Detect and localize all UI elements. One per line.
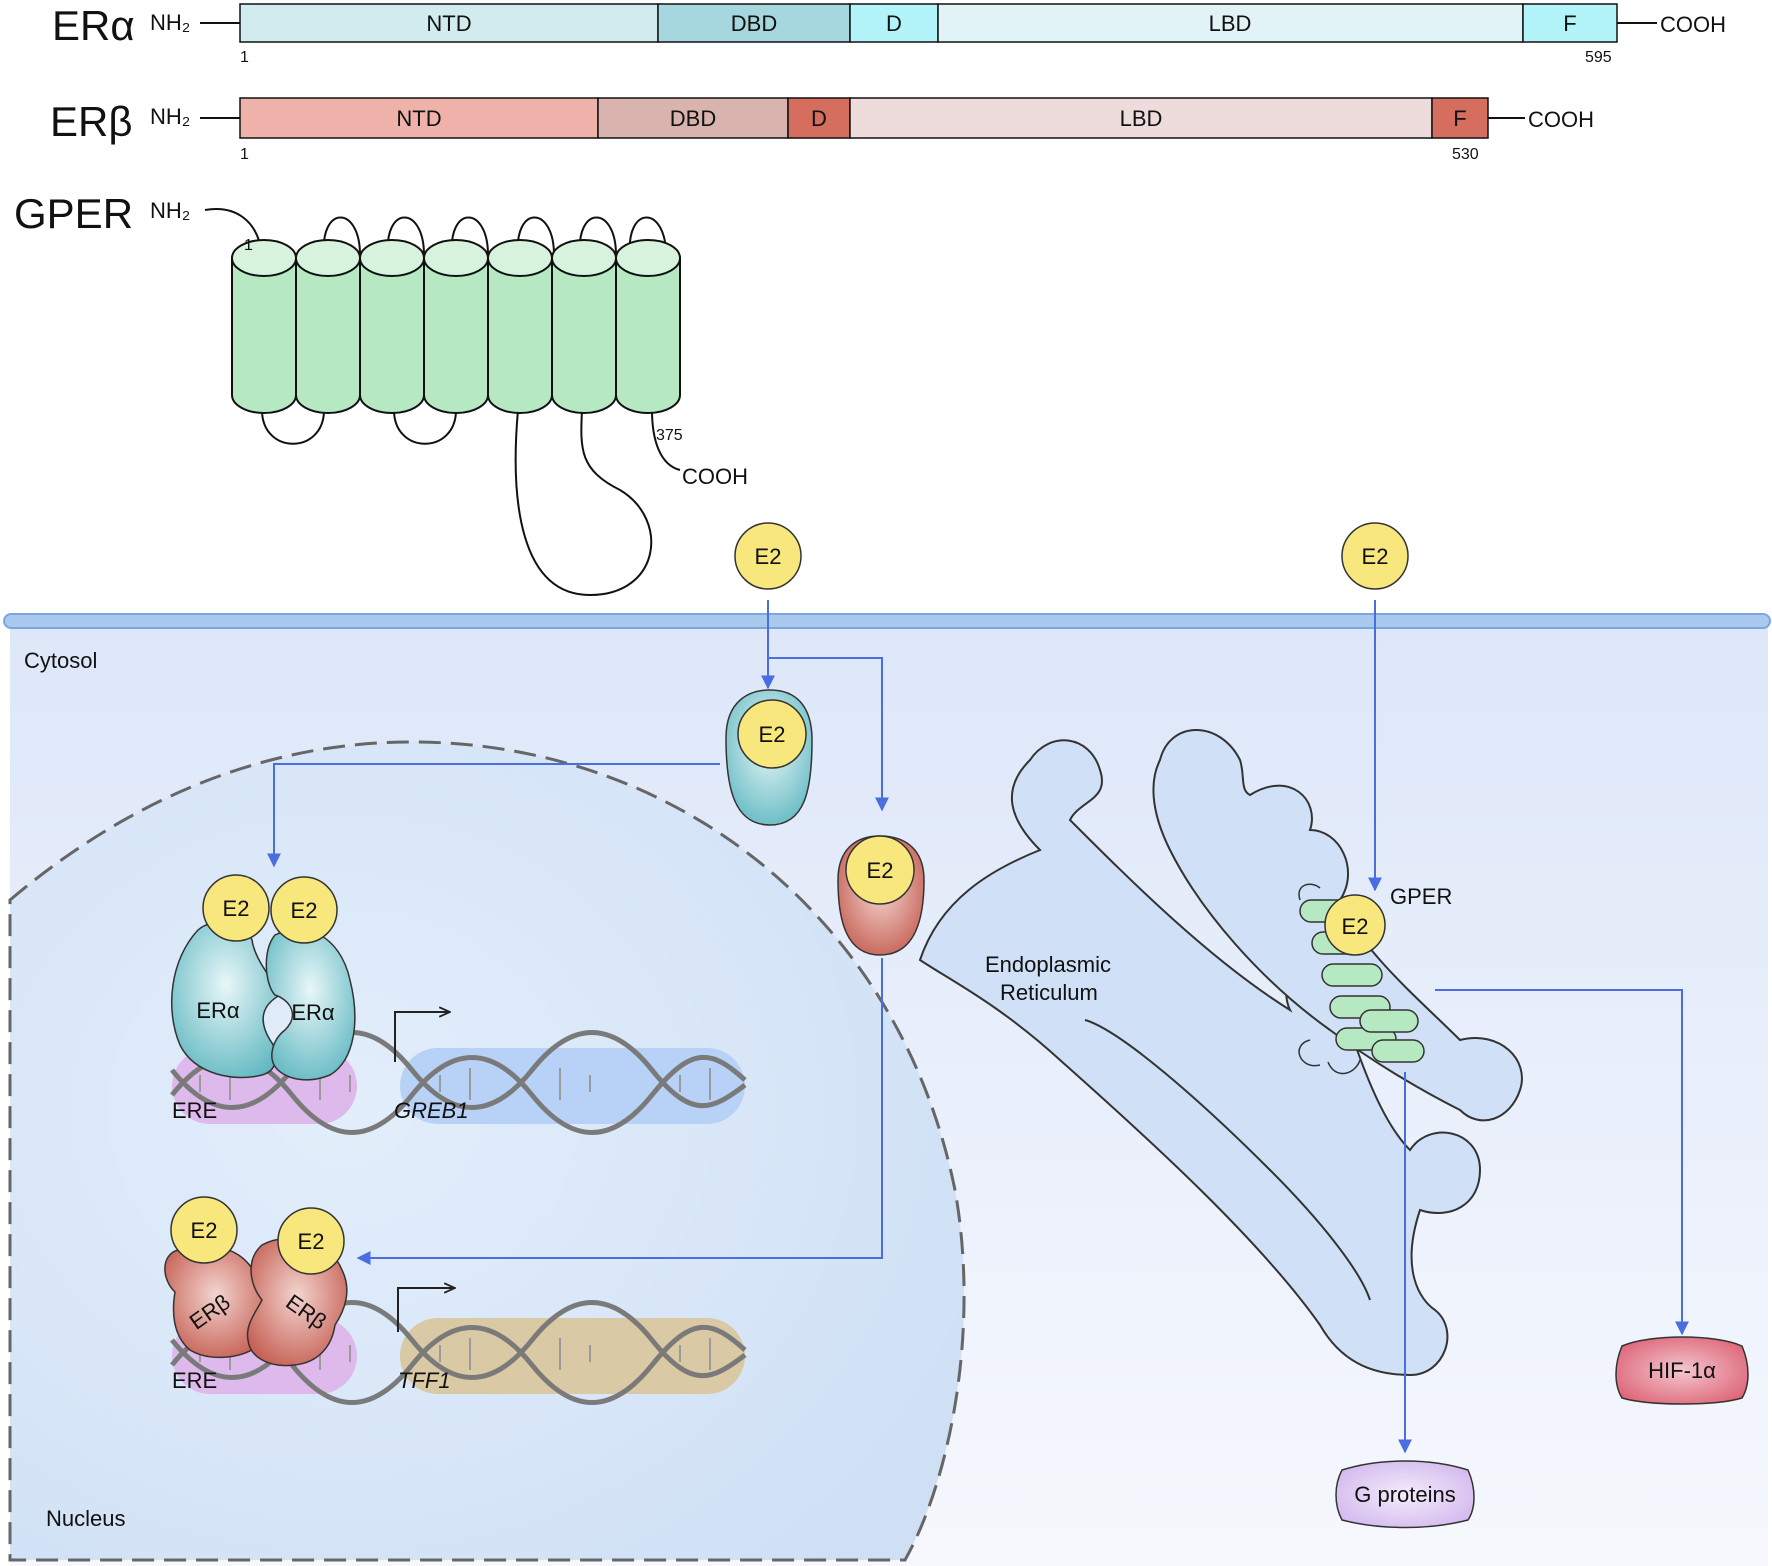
gper-end: 375	[656, 427, 683, 444]
er-beta-ntd-label: NTD	[396, 106, 441, 131]
e2-ligand-label: E2	[223, 896, 250, 921]
er-beta-title: ERβ	[50, 98, 133, 145]
gper-membrane-label: GPER	[1390, 884, 1452, 909]
greb1-gene-complex: ERE GREB1 E2 E2 ERα ERα	[170, 874, 747, 1135]
er-alpha-dbd-label: DBD	[731, 11, 777, 36]
er-alpha-f-label: F	[1563, 11, 1576, 36]
tff1-gene-complex: ERE TFF1 E2 E2 ERβ ERβ	[164, 1196, 747, 1405]
e2-ligand-label: E2	[291, 898, 318, 923]
dna-helix	[170, 1030, 747, 1135]
er-beta-c-term: COOH	[1528, 107, 1594, 132]
greb1-label: GREB1	[394, 1098, 469, 1123]
ere-label: ERE	[172, 1368, 217, 1393]
e2-ligand-label: E2	[867, 858, 894, 883]
ere-label: ERE	[172, 1098, 217, 1123]
er-beta-d-label: D	[811, 106, 827, 131]
plasma-membrane	[3, 613, 1771, 629]
er-organelle-label-2: Reticulum	[1000, 980, 1098, 1005]
er-beta-d-segment	[787, 97, 851, 139]
er-alpha-end: 595	[1585, 49, 1612, 66]
e2-ligand-label: E2	[298, 1229, 325, 1254]
er-beta-ntd-segment	[239, 97, 599, 139]
gper-structure: GPER NH₂	[14, 190, 748, 597]
er-alpha-start: 1	[240, 49, 249, 66]
tff1-tss-arrow	[397, 1288, 455, 1332]
gper-helix-6	[551, 239, 617, 414]
er-alpha-c-term: COOH	[1660, 12, 1726, 37]
gper-helix-2	[295, 239, 361, 414]
er-alpha-dimer-label-right: ERα	[291, 1000, 335, 1025]
gper-helix-4	[423, 239, 489, 414]
er-beta-start: 1	[240, 146, 249, 163]
gper-helices	[231, 239, 681, 414]
er-beta-structure: ERβ NH₂ NTD DBD D LBD F COOH 1 530	[50, 97, 1594, 163]
cytosolic-er-beta: E2	[837, 835, 925, 956]
er-alpha-dimer-label-left: ERα	[196, 998, 240, 1023]
gper-title: GPER	[14, 190, 133, 237]
gper-n-term: NH₂	[150, 198, 190, 223]
membrane-gper: E2 GPER	[1298, 883, 1452, 1075]
e2-ligand-label: E2	[1362, 544, 1389, 569]
hif-1a-node: HIF-1α	[1615, 1336, 1749, 1405]
cytosol-label: Cytosol	[24, 648, 97, 673]
er-alpha-structure: ERα NH₂ NTD DBD D LBD F COOH 1 595	[52, 2, 1726, 66]
er-alpha-ntd-label: NTD	[426, 11, 471, 36]
arrow-er-beta-to-nucleus	[356, 958, 883, 1265]
gper-c-term: COOH	[682, 464, 748, 489]
er-beta-lbd-label: LBD	[1120, 106, 1163, 131]
signaling-arrows	[267, 600, 1689, 1454]
e2-ligand-label: E2	[1342, 914, 1369, 939]
g-proteins-label: G proteins	[1354, 1482, 1456, 1507]
arrow-to-hif	[1435, 989, 1689, 1336]
arrow-er-alpha-to-nucleus	[267, 763, 720, 868]
endoplasmic-reticulum	[918, 739, 1482, 1377]
g-proteins-node: G proteins	[1335, 1460, 1475, 1529]
nucleus-label: Nucleus	[46, 1506, 125, 1531]
er-organelle-label-1: Endoplasmic	[985, 952, 1111, 977]
er-alpha-dbd-segment	[657, 3, 851, 43]
e2-ligand-outside-2: E2	[1341, 522, 1409, 590]
e2-ligand-label: E2	[191, 1218, 218, 1243]
er-beta-dbd-label: DBD	[670, 106, 716, 131]
gper-helix-7	[615, 239, 681, 414]
hif-1a-label: HIF-1α	[1648, 1358, 1716, 1383]
er-alpha-lbd-label: LBD	[1209, 11, 1252, 36]
arrow-to-er-beta	[768, 657, 889, 812]
er-alpha-dimer-right	[265, 928, 356, 1081]
e2-ligand-outside-1: E2	[734, 522, 802, 590]
gper-start: 1	[244, 237, 253, 254]
cytosolic-er-alpha: E2	[725, 689, 813, 826]
e2-ligand-label: E2	[759, 722, 786, 747]
gper-helix-3	[359, 239, 425, 414]
gper-helix-1	[231, 239, 297, 414]
er-beta-n-term: NH₂	[150, 104, 190, 129]
greb1-tss-arrow	[394, 1012, 450, 1062]
e2-ligand-label: E2	[755, 544, 782, 569]
er-beta-lbd-segment	[849, 97, 1433, 139]
er-alpha-d-segment	[849, 3, 939, 43]
er-alpha-n-term: NH₂	[150, 10, 190, 35]
er-beta-end: 530	[1452, 146, 1479, 163]
er-alpha-d-label: D	[886, 11, 902, 36]
er-alpha-title: ERα	[52, 2, 135, 49]
gper-helix-5	[487, 239, 553, 414]
tff1-label: TFF1	[398, 1368, 451, 1393]
er-beta-f-segment	[1431, 97, 1489, 139]
er-beta-f-label: F	[1453, 106, 1466, 131]
